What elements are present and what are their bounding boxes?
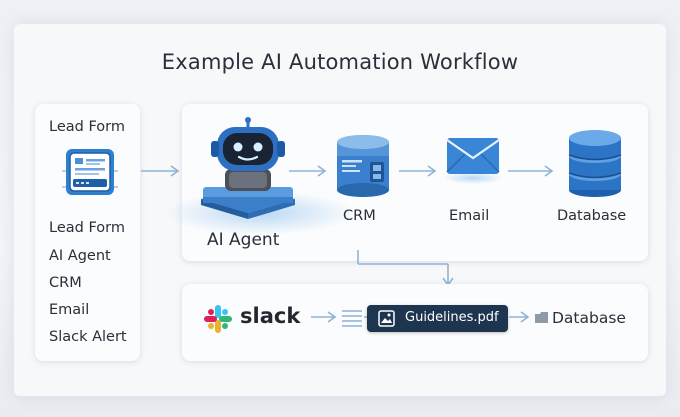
bottom-database-label: Database	[552, 309, 626, 327]
file-name: Guidelines.pdf	[405, 310, 499, 325]
guidelines-file-chip[interactable]: Guidelines.pdf	[367, 305, 508, 332]
dash-connector	[364, 315, 370, 319]
database-icon	[567, 128, 623, 200]
folder-icon	[535, 312, 548, 323]
list-item-crm: CRM	[49, 275, 82, 291]
database-label: Database	[557, 208, 627, 224]
arrow-email-to-database	[508, 164, 556, 178]
list-lines-icon	[342, 309, 362, 327]
email-envelope-icon	[441, 134, 505, 184]
arrow-agent-to-crm	[289, 164, 329, 178]
arrow-file-to-database	[509, 310, 531, 324]
crm-server-icon	[334, 134, 392, 198]
slack-label: slack	[240, 304, 301, 328]
arrow-form-to-agent	[141, 164, 181, 178]
list-item-lead-form: Lead Form	[49, 220, 125, 236]
arrow-slack-to-list	[311, 310, 339, 324]
list-item-email: Email	[49, 302, 90, 318]
left-panel	[35, 104, 140, 361]
diagram-title: Example AI Automation Workflow	[161, 50, 519, 74]
email-label: Email	[449, 208, 490, 224]
form-icon	[60, 147, 120, 199]
agent-label: AI Agent	[207, 230, 280, 250]
arrow-crm-to-email	[399, 164, 439, 178]
list-item-slack-alert: Slack Alert	[49, 329, 127, 345]
crm-label: CRM	[343, 208, 376, 224]
form-label: Lead Form	[49, 119, 125, 135]
robot-icon	[193, 117, 303, 221]
image-file-icon	[378, 310, 395, 327]
list-item-ai-agent: AI Agent	[49, 248, 111, 264]
slack-logo-icon	[203, 304, 233, 334]
